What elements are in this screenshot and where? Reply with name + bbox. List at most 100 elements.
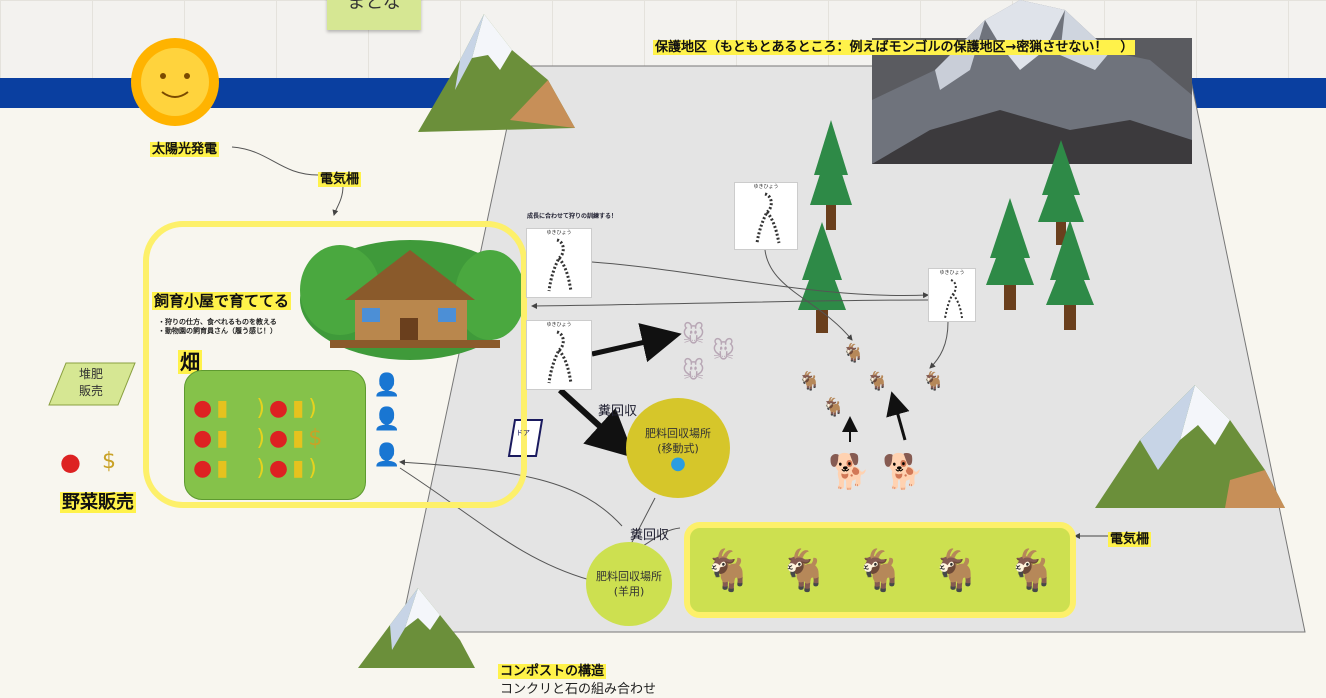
veg-sale-label: 野菜販売 [60,492,136,513]
snow-leopard-icon [944,279,963,319]
banana-icon: ) [308,396,317,421]
snow-leopard-icon [547,238,573,292]
banana-icon: ) [256,396,265,421]
mountain-photo-icon [872,0,1192,164]
hut-notes: ・狩りの仕方、食べれるものを教える ・動物園の飼育員さん（履う感じ！） [158,318,277,336]
dog-icon: 🐕 [828,452,871,492]
hut-title: 飼育小屋で育ててる [152,292,292,310]
goat-icon: 🐐 [855,547,905,594]
sketch-caption: ゆきひょう [546,230,572,236]
field-plot: ● ▮ ) ● ▮ ) ● ▮ ) ● ▮ $ ● ▮ ) ● ▮ ) [184,370,366,500]
sketch-card[interactable]: ゆきひょう [526,320,592,390]
sun-icon [131,38,219,126]
connector-hunt-goat2 [929,321,949,369]
mouse-icon: 🐭 [682,359,705,384]
sticky-note-label: まとな [347,0,401,13]
mountain-icon [1095,385,1285,508]
compost-sale-line2: 販売 [78,384,103,398]
tree-icon [798,222,846,333]
mountain-icon [358,588,475,668]
goat-icon: 🐐 [703,547,753,594]
farmer-icon: 👤 [373,373,401,398]
snow-leopard-icon [547,330,573,384]
tree-icon [1046,220,1094,330]
tomato-icon: ● [193,396,213,421]
goat-icon: 🐐 [931,547,981,594]
compost-sale-shape [48,362,136,406]
tomato-icon: ● [268,426,289,451]
banana-icon: ) [308,456,317,481]
connector-compost-field [399,459,623,527]
mouse-icon: 🐭 [682,323,705,348]
dung-label-2: 糞回収 [630,528,670,543]
tomato-icon: ● [268,456,289,481]
snow-leopard-icon [755,192,781,244]
hut-note: ・動物園の飼育員さん（履う感じ！） [158,327,277,335]
farmer-icon: 👤 [373,407,401,432]
connector-goatstation-field [399,467,591,581]
money-bag-icon: $ [102,449,116,474]
tree-icon [986,198,1034,310]
tree-icon [1038,140,1084,245]
goat-icon: 🐐 [866,371,889,392]
farmer-icon: 👤 [373,443,401,468]
door-label: ドア [516,429,530,437]
sticky-note[interactable]: まとな [327,0,421,30]
compost-station-goat[interactable]: 肥料回収場所 (羊用) [586,542,672,626]
tomato-icon: ● [193,426,213,451]
compost-station-mobile[interactable]: 肥料回収場所 (移動式) ● [626,398,730,498]
connector-return [531,299,929,309]
tree-icon [810,120,852,230]
fence-label-top: 電気柵 [318,172,362,187]
water-drop-icon: ● [670,452,686,474]
corn-icon: ▮ [216,426,229,451]
solar-label: 太陽光発電 [150,142,220,157]
sketch-card[interactable]: ゆきひょう [928,268,976,322]
sketch-card[interactable]: ゆきひょう [526,228,592,298]
dog-icon: 🐕 [882,452,925,492]
arrow-to-mice [591,323,682,363]
house-icon [300,240,525,360]
corn-icon: ▮ [216,456,229,481]
compost-structure-title: コンポストの構造 [498,664,607,679]
station-mobile-line1: 肥料回収場所 [645,426,711,440]
sketch-caption: ゆきひょう [939,270,965,276]
corn-icon: ▮ [292,396,305,421]
dung-label-1: 糞回収 [598,404,638,419]
corn-icon: ▮ [216,396,229,421]
sketch-card[interactable]: ゆきひょう [734,182,798,250]
goat-icon: 🐐 [779,547,829,594]
corn-icon: ▮ [292,426,305,451]
goat-pen: 🐐 🐐 🐐 🐐 🐐 [684,522,1076,618]
training-note: 成長に合わせて狩りの訓練する！ [527,213,618,220]
hut-region [143,221,527,508]
compost-structure-body: コンクリと石の組み合わせ [500,682,657,697]
station-mobile-line2: (移動式) [657,441,699,455]
banana-icon: ) [256,426,265,451]
hut-note: ・狩りの仕方、食べれるものを教える [158,318,277,326]
protected-area-label: 保護地区（もともとあるところ：例えばモンゴルの保護地区→密猟させない！ ） [653,40,1136,55]
field-label: 畑 [178,350,202,374]
goat-icon: 🐐 [1007,547,1057,594]
arrow-dog-goat2 [886,391,910,441]
sketch-caption: ゆきひょう [546,322,572,328]
arrow-to-compost [557,387,635,459]
station-goat-line1: 肥料回収場所 [596,570,662,583]
connector-fence-hut [332,185,344,216]
fence-label-right: 電気柵 [1108,532,1152,547]
sketch-caption: ゆきひょう [753,184,779,190]
compost-sale-label: 堆肥 販売 [66,366,116,400]
station-goat-line2: (羊用) [613,585,645,598]
compost-sale-line1: 堆肥 [78,367,103,381]
mouse-icon: 🐭 [712,339,735,364]
goat-icon: 🐐 [842,343,865,364]
tomato-icon: ● [268,396,289,421]
connector-stations [629,497,656,547]
connector-sketch-release [591,261,929,299]
connector-hunt-goat [764,249,853,341]
banana-icon: ) [256,456,265,481]
goat-icon: 🐐 [922,371,945,392]
money-bag-icon: $ [308,426,323,451]
tomato-icon: ● [60,448,81,476]
